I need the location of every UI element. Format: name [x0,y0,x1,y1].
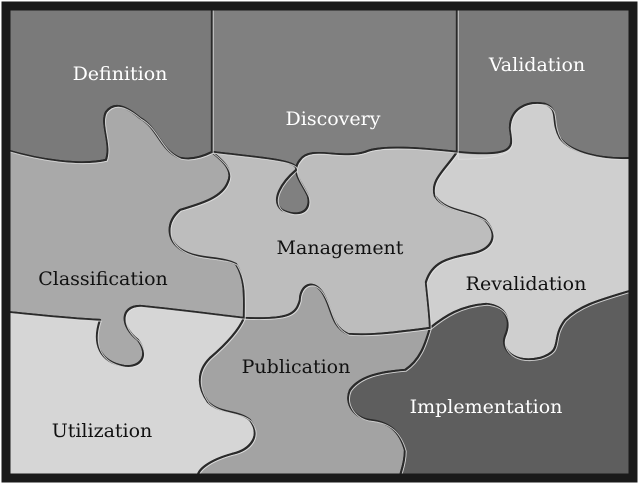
seam-highlight-implementation [349,291,633,478]
puzzle-pieces [6,6,633,478]
piece-implementation [347,288,633,478]
